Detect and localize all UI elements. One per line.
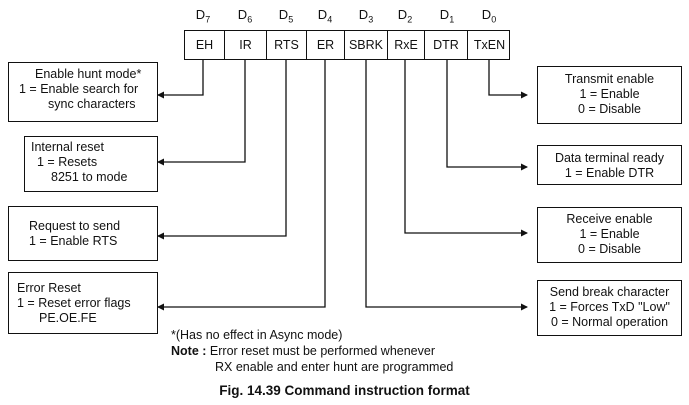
bit-cell-rxe: RxE xyxy=(388,31,425,59)
box-error-reset: Error Reset 1 = Reset error flags PE.OE.… xyxy=(8,272,158,334)
box-request-to-send: Request to send 1 = Enable RTS xyxy=(8,206,158,261)
bit-label-d7: D7 xyxy=(195,7,211,25)
arrow-rxe xyxy=(404,60,528,237)
arrow-sbrk xyxy=(365,60,528,311)
box-internal-reset: Internal reset 1 = Resets 8251 to mode xyxy=(24,136,158,192)
box-enable-hunt-mode: Enable hunt mode* 1 = Enable search for … xyxy=(8,62,158,122)
bit-cell-rts: RTS xyxy=(267,31,307,59)
bit-cell-er: ER xyxy=(307,31,345,59)
bit-label-d5: D5 xyxy=(278,7,294,25)
bit-label-d3: D3 xyxy=(358,7,374,25)
box-receive-enable: Receive enable 1 = Enable 0 = Disable xyxy=(537,207,682,263)
bit-cell-dtr: DTR xyxy=(425,31,468,59)
bit-cell-eh: EH xyxy=(185,31,225,59)
bit-label-d6: D6 xyxy=(237,7,253,25)
arrow-txen xyxy=(488,60,528,99)
bit-label-d1: D1 xyxy=(439,7,455,25)
arrow-dtr xyxy=(446,60,528,171)
box-data-terminal-ready: Data terminal ready 1 = Enable DTR xyxy=(537,145,682,185)
arrow-rts xyxy=(157,60,287,240)
footnote-async: *(Has no effect in Async mode) xyxy=(171,328,343,342)
command-register: EH IR RTS ER SBRK RxE DTR TxEN xyxy=(184,30,510,60)
box-send-break-character: Send break character 1 = Forces TxD "Low… xyxy=(537,280,682,336)
bit-cell-sbrk: SBRK xyxy=(345,31,388,59)
arrow-er xyxy=(157,60,326,311)
note-text-1: Error reset must be performed whenever xyxy=(209,344,435,358)
box-transmit-enable: Transmit enable 1 = Enable 0 = Disable xyxy=(537,66,682,124)
arrow-eh xyxy=(157,60,204,99)
note-line-1: Note : Error reset must be performed whe… xyxy=(171,343,435,359)
bit-label-d0: D0 xyxy=(481,7,497,25)
arrow-ir xyxy=(157,60,246,166)
bit-cell-ir: IR xyxy=(225,31,267,59)
figure-caption: Fig. 14.39 Command instruction format xyxy=(219,383,470,398)
note-label: Note : xyxy=(171,344,207,358)
bit-cell-txen: TxEN xyxy=(473,38,506,52)
bit-label-d2: D2 xyxy=(397,7,413,25)
note-line-2: RX enable and enter hunt are programmed xyxy=(215,360,454,374)
bit-label-d4: D4 xyxy=(317,7,333,25)
